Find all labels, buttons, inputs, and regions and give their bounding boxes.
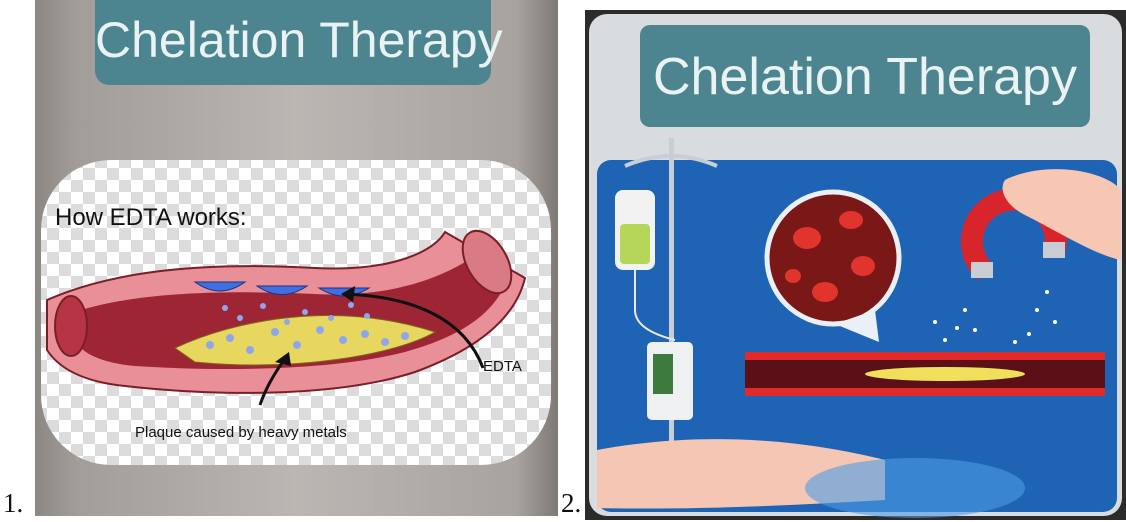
edta-label: EDTA bbox=[483, 358, 522, 375]
item-number-1: 1. bbox=[3, 488, 23, 519]
item-number-2: 2. bbox=[561, 488, 581, 519]
edta-heading: How EDTA works: bbox=[55, 204, 247, 232]
image-title: Chelation Therapy bbox=[640, 25, 1090, 127]
chelation-therapy-image-2: Chelation Therapy bbox=[585, 10, 1126, 520]
plaque-label: Plaque caused by heavy metals bbox=[135, 424, 347, 441]
artery-vessel bbox=[745, 352, 1105, 396]
chelation-therapy-image-1: Chelation Therapy bbox=[35, 0, 558, 516]
